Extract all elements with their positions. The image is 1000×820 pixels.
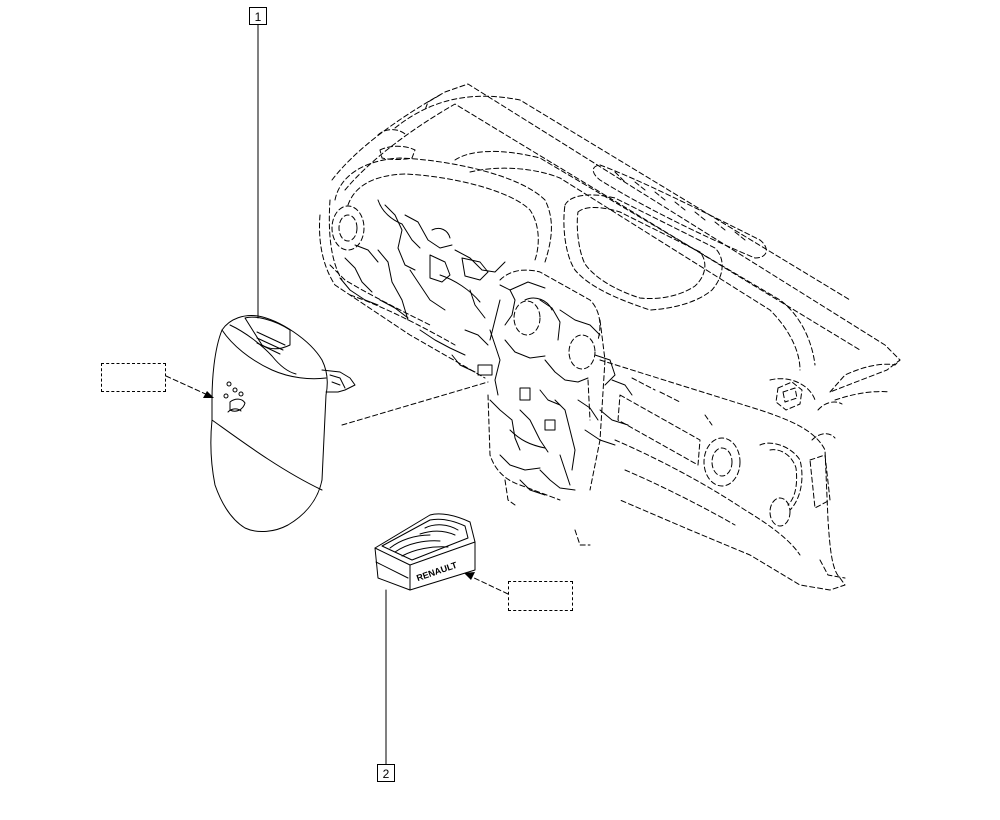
assembly-connectors (165, 375, 509, 595)
reference-box-left (101, 363, 166, 392)
dashboard-outline (319, 83, 901, 591)
arrow-head-right (464, 572, 475, 580)
callout-label-1: 1 (249, 7, 267, 25)
renault-badge (374, 513, 476, 591)
leader-lines (257, 24, 387, 765)
badge-logo-text: RENAULT (415, 560, 459, 583)
dashboard-frame (339, 199, 633, 496)
callout-label-2: 2 (377, 764, 395, 782)
arrow-heads (203, 391, 475, 580)
airbag-module (210, 315, 356, 533)
reference-box-right (508, 581, 573, 611)
arrow-head-left (203, 391, 214, 398)
